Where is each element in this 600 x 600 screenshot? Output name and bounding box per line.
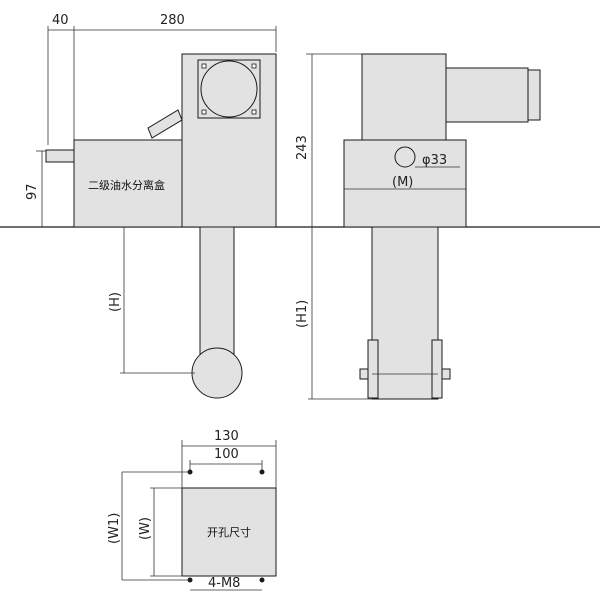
bolt-hole-2 (251, 63, 257, 69)
angled-connector (147, 109, 183, 139)
bracket-bolt-left (359, 368, 369, 380)
side-pipe (371, 226, 439, 400)
dim-243-text: 243 (295, 135, 310, 160)
outlet-hole (394, 146, 416, 168)
bolt-hole-4 (251, 109, 257, 115)
side-upper-housing (361, 53, 447, 141)
dim-40-text: 40 (52, 13, 69, 28)
cutout-bolt-hole-2 (259, 469, 265, 475)
dim-280-text: 280 (160, 13, 185, 28)
inlet-pipe (45, 149, 75, 163)
dim-97-text: 97 (25, 183, 40, 200)
side-motor (445, 67, 529, 123)
cutout-bolt-hole-4 (259, 577, 265, 583)
separator-box (73, 139, 183, 228)
front-view: 40 280 二级油水分离盒 97 (H) (25, 13, 277, 399)
dim-M-text: (M) (392, 175, 413, 190)
bracket-left (367, 339, 379, 399)
dim-W-text: (W) (138, 517, 153, 540)
motor-circle (200, 60, 258, 118)
float-ball (191, 347, 243, 399)
dim-130-text: 130 (214, 429, 239, 444)
bracket-right (431, 339, 443, 399)
suction-pipe (199, 226, 235, 360)
side-view: 243 φ33 (M) (H1) (295, 53, 541, 400)
hole-diameter-text: φ33 (422, 153, 447, 168)
side-motor-cap (527, 69, 541, 121)
dim-H-text: (H) (108, 292, 123, 312)
separator-box-label: 二级油水分离盒 (88, 178, 165, 192)
cutout-view: 130 100 开孔尺寸 (W1) (W) 4-M8 (107, 429, 277, 591)
dim-100-text: 100 (214, 447, 239, 462)
bolt-hole-1 (201, 63, 207, 69)
cutout-rectangle (181, 487, 277, 577)
dim-H1-text: (H1) (295, 300, 310, 328)
dim-W1-text: (W1) (107, 513, 122, 544)
bolt-hole-3 (201, 109, 207, 115)
bracket-bolt-right (441, 368, 451, 380)
bolt-spec-text: 4-M8 (208, 576, 240, 591)
cutout-label: 开孔尺寸 (207, 525, 251, 539)
